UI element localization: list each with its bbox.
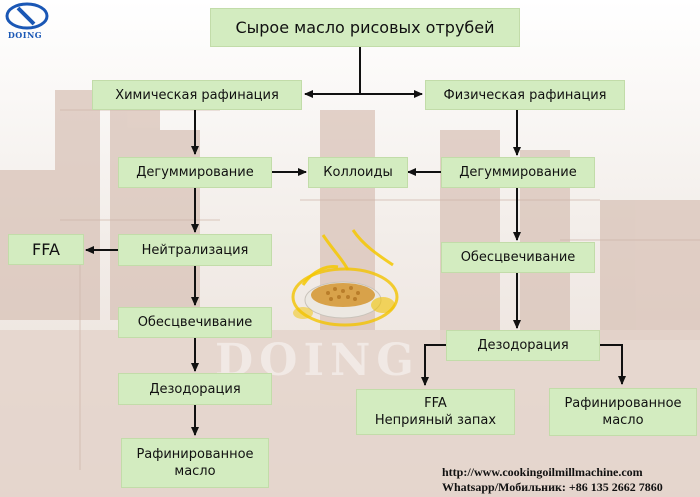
node-chem-refined-oil: Рафинированное масло xyxy=(121,438,269,488)
footer-phone: Whatsapp/Мобильник: +86 135 2662 7860 xyxy=(442,480,663,494)
rice-bran-oil-icon xyxy=(291,229,399,327)
node-chemical-refining: Химическая рафинация xyxy=(92,80,302,110)
node-phys-refined-oil: Рафинированное масло xyxy=(549,388,697,436)
node-colloids: Коллоиды xyxy=(308,157,408,188)
node-chem-deodorization: Дезодорация xyxy=(118,373,272,405)
footer-contact: http://www.cookingoilmillmachine.com Wha… xyxy=(442,465,663,495)
node-phys-degumming: Дегуммирование xyxy=(441,157,595,188)
node-ffa-odor: FFA Неприяный запах xyxy=(356,389,515,435)
node-neutralization: Нейтрализация xyxy=(118,234,272,266)
logo-text: DOING xyxy=(7,30,43,40)
footer-url[interactable]: http://www.cookingoilmillmachine.com xyxy=(442,465,643,479)
node-phys-deodorization: Дезодорация xyxy=(446,330,600,361)
node-ffa: FFA xyxy=(8,234,84,265)
node-chem-bleaching: Обесцвечивание xyxy=(118,307,272,338)
title-node: Сырое масло рисовых отрубей xyxy=(210,8,520,47)
node-phys-bleaching: Обесцвечивание xyxy=(441,242,595,273)
node-chem-degumming: Дегуммирование xyxy=(118,157,272,188)
doing-logo-icon xyxy=(5,2,49,30)
node-physical-refining: Физическая рафинация xyxy=(425,80,625,110)
